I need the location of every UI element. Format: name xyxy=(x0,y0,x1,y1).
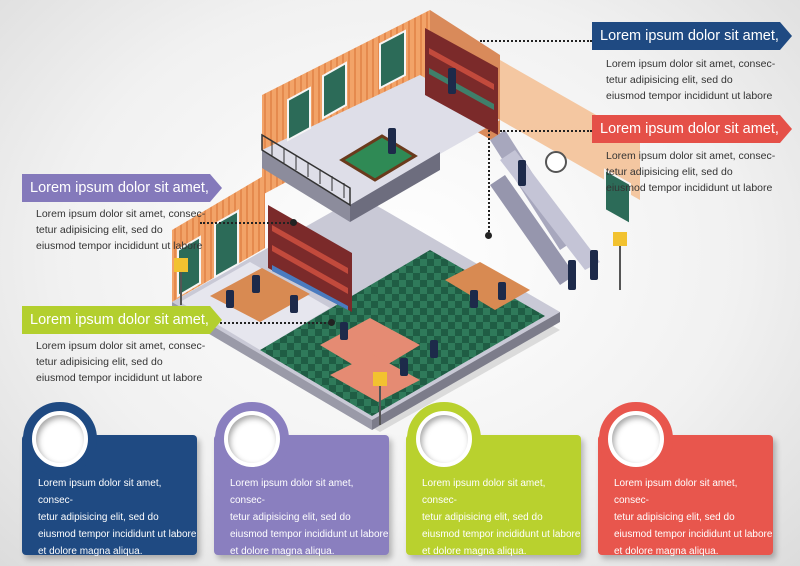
callout-body-3: Lorem ipsum dolor sit amet, consec- tetu… xyxy=(36,208,206,253)
wall-clock xyxy=(545,151,567,173)
people xyxy=(226,68,598,376)
callout-title-4: Lorem ipsum dolor sit amet, xyxy=(22,306,222,334)
balcony-railing xyxy=(261,133,351,207)
ground-floor-edge-right xyxy=(372,312,560,430)
second-floor-slab-side xyxy=(350,152,440,222)
connector-dot-4 xyxy=(328,319,335,326)
callout-body-1: Lorem ipsum dolor sit amet, consec- tetu… xyxy=(606,58,776,103)
pool-table xyxy=(339,134,418,182)
connector-line-3 xyxy=(200,222,292,224)
info-card-blue-text: Lorem ipsum dolor sit amet, consec- tetu… xyxy=(38,478,197,557)
left-window-2 xyxy=(214,209,239,279)
ground-floor-edge-left xyxy=(172,302,372,430)
second-floor-slab-front xyxy=(262,150,350,222)
info-card-lime-circle xyxy=(407,402,481,476)
floor-lamp-left-shade xyxy=(174,258,188,272)
right-window xyxy=(604,168,631,226)
callout-body-4: Lorem ipsum dolor sit amet, consec- tetu… xyxy=(36,340,206,385)
upper-window-2 xyxy=(322,61,347,120)
upper-bookshelf-books xyxy=(429,48,494,110)
connector-line-1 xyxy=(480,40,592,42)
upper-window-1 xyxy=(287,86,311,142)
info-card-purple: Lorem ipsum dolor sit amet, consec- tetu… xyxy=(214,435,389,557)
upper-bookshelf xyxy=(425,28,498,135)
connector-line-4 xyxy=(200,322,330,324)
railing-bars xyxy=(271,141,345,198)
info-card-purple-circle xyxy=(215,402,289,476)
info-card-red-text: Lorem ipsum dolor sit amet, consec- tetu… xyxy=(614,478,773,557)
info-card-lime-text: Lorem ipsum dolor sit amet, consec- tetu… xyxy=(422,478,581,557)
info-card-red-circle xyxy=(599,402,673,476)
ground-bookshelf xyxy=(268,205,352,312)
info-card-red: Lorem ipsum dolor sit amet, consec- tetu… xyxy=(598,435,773,557)
callout-body-2: Lorem ipsum dolor sit amet, consec- tetu… xyxy=(606,150,776,195)
meeting-table-right xyxy=(445,262,530,310)
callout-title-3: Lorem ipsum dolor sit amet, xyxy=(22,174,222,202)
meeting-table-left xyxy=(210,268,310,322)
floor-lamp-right-shade xyxy=(613,232,627,246)
connector-line-2 xyxy=(500,130,592,132)
connector-line-2-vertical xyxy=(488,130,490,236)
info-card-blue-circle xyxy=(23,402,97,476)
info-card-purple-text: Lorem ipsum dolor sit amet, consec- tetu… xyxy=(230,478,389,557)
floor-lamp-center-shade xyxy=(373,372,387,386)
connector-dot-2 xyxy=(485,232,492,239)
callout-title-2: Lorem ipsum dolor sit amet, xyxy=(592,115,792,143)
ground-bookshelf-books xyxy=(272,225,348,310)
connector-dot-3 xyxy=(290,219,297,226)
upper-window-3 xyxy=(379,29,406,90)
callout-title-1: Lorem ipsum dolor sit amet, xyxy=(592,22,792,50)
